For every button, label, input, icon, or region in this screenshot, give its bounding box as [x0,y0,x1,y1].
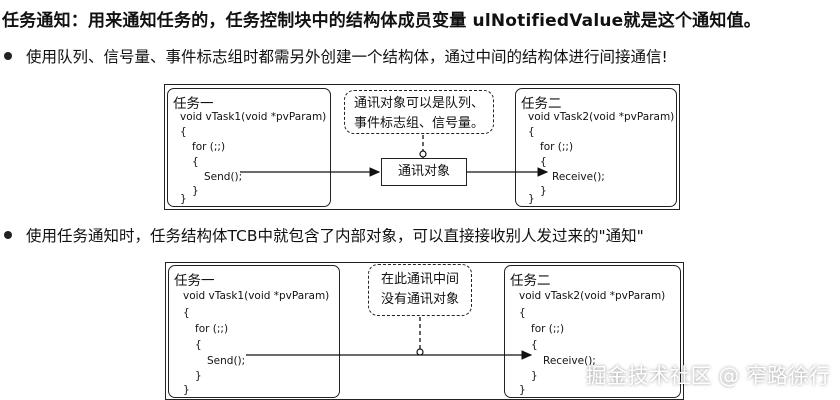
code-line: } [195,370,202,382]
code-line: void vTask1(void *pvParam) [183,290,330,302]
receive-call: Receive(); [543,355,596,367]
task2-box: 任务二 void vTask2(void *pvParam) { for (;;… [504,265,681,398]
code-line: for (;;) [195,323,229,335]
task1-title: 任务一 [174,273,215,289]
communication-object-callout: 通讯对象可以是队列、 事件标志组、信号量。 [344,90,494,134]
code-line: } [531,370,538,382]
task1-title: 任务一 [173,96,214,112]
code-line: } [519,384,526,396]
heading: 任务通知：用来通知任务的，任务控制块中的结构体成员变量 ulNotifiedVa… [2,11,761,31]
code-line: } [528,193,535,205]
code-line: for (;;) [192,141,226,153]
code-line: { [531,339,538,351]
task2-title: 任务二 [521,96,562,112]
send-call: Send(); [204,171,243,183]
callout-anchor [416,348,424,356]
callout-anchor [419,150,427,158]
callout-line-2: 没有通讯对象 [380,292,459,307]
bullet-text-1: 使用队列、信号量、事件标志组时都需另外创建一个结构体，通过中间的结构体进行间接通… [26,48,668,66]
bullet-item-2: 使用任务通知时，任务结构体TCB中就包含了内部对象，可以直接接收别人发过来的"通… [4,224,644,246]
code-line: void vTask2(void *pvParam) [519,290,666,302]
task1-box: 任务一 void vTask1(void *pvParam) { for (;;… [167,88,331,207]
code-line: { [519,307,526,319]
code-line: { [180,126,187,138]
callout-line-2: 事件标志组、信号量。 [353,116,484,131]
bullet-dot-icon [4,230,12,239]
code-line: } [180,193,187,205]
watermark: 掘金技术社区 @ 窄路徐行 [585,364,830,388]
code-line: { [195,339,202,351]
code-line: for (;;) [531,323,565,335]
code-line: { [540,156,547,168]
bullet-item-1: 使用队列、信号量、事件标志组时都需另外创建一个结构体，通过中间的结构体进行间接通… [4,45,668,67]
callout-line-1: 通讯对象可以是队列、 [353,96,484,111]
receive-call: Receive(); [552,171,605,183]
send-call: Send(); [207,355,246,367]
task1-box: 任务一 void vTask1(void *pvParam) { for (;;… [168,265,340,398]
code-line: { [192,156,199,168]
bullet-dot-icon [4,51,12,60]
code-line: { [528,126,535,138]
no-object-callout: 在此通讯中间 没有通讯对象 [368,264,472,316]
code-line: { [183,307,190,319]
task2-title: 任务二 [510,273,551,289]
code-line: for (;;) [540,141,574,153]
code-line: void vTask2(void *pvParam) [528,111,675,123]
task2-box: 任务二 void vTask2(void *pvParam) { for (;;… [515,88,677,207]
code-line: } [183,384,190,396]
communication-object-box: 通讯对象 [381,158,467,186]
code-line: void vTask1(void *pvParam) [180,111,327,123]
bullet-text-2: 使用任务通知时，任务结构体TCB中就包含了内部对象，可以直接接收别人发过来的"通… [26,227,644,245]
code-line: } [192,185,199,197]
callout-line-1: 在此通讯中间 [380,272,459,287]
code-line: } [540,185,547,197]
